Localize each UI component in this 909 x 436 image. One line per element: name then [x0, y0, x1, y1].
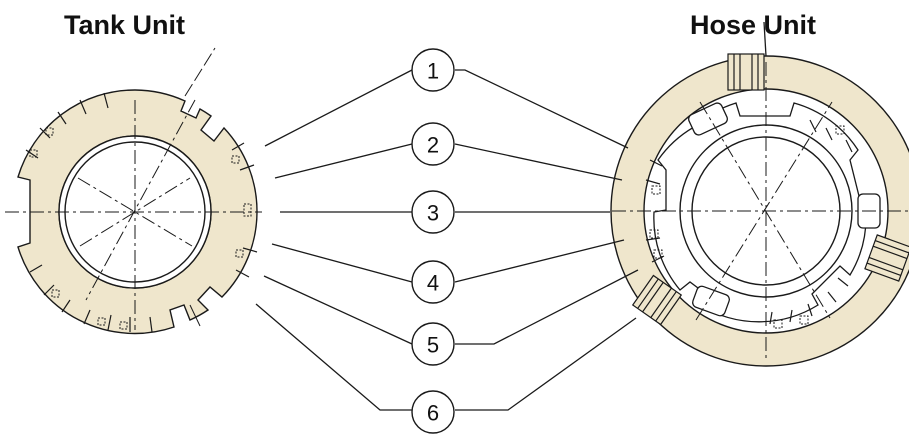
hose-pins — [688, 102, 881, 317]
callout-bubbles: 1 2 3 4 5 6 — [411, 48, 455, 434]
hose-ring-slots — [649, 125, 845, 329]
callout-3: 3 — [411, 190, 455, 234]
hose-ring-ticks — [645, 119, 853, 325]
hose-port-line — [763, 21, 767, 57]
callout-1-label: 1 — [427, 59, 439, 84]
callout-leaders — [255, 69, 639, 411]
tank-unit-title: Tank Unit — [64, 10, 185, 40]
callout-3-label: 3 — [427, 201, 439, 226]
tank-ring-ticks — [25, 92, 258, 333]
callout-5: 5 — [411, 322, 455, 366]
callout-1: 1 — [411, 48, 455, 92]
callout-4: 4 — [411, 260, 455, 304]
callout-5-label: 5 — [427, 333, 439, 358]
hose-threaded-ports — [631, 53, 909, 326]
tank-ring-slots — [29, 127, 252, 330]
hose-centerlines — [612, 62, 909, 360]
callout-2: 2 — [411, 122, 455, 166]
callout-6-label: 6 — [427, 401, 439, 426]
tank-centerlines — [5, 99, 262, 330]
callout-2-label: 2 — [427, 133, 439, 158]
hose-unit-drawing — [610, 21, 909, 367]
hose-unit-title: Hose Unit — [690, 10, 817, 40]
tank-unit-drawing — [5, 47, 262, 335]
callout-6: 6 — [411, 390, 455, 434]
tank-notch-line — [189, 304, 201, 327]
callout-4-label: 4 — [427, 271, 439, 296]
tank-centerline-ext — [184, 47, 216, 97]
